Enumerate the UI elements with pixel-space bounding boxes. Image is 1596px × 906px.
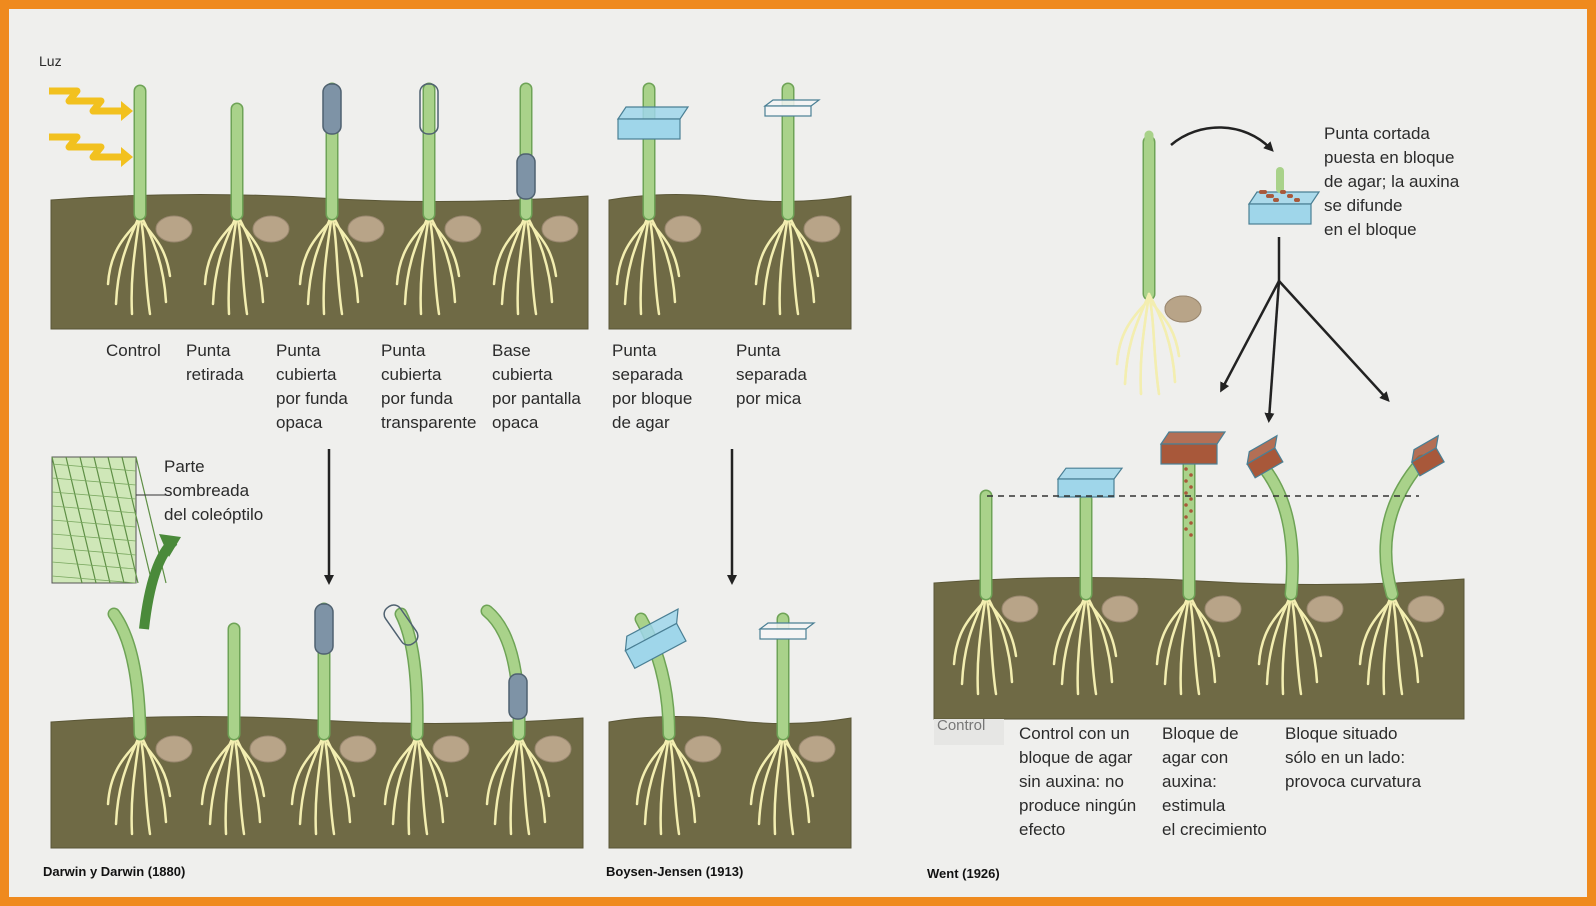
- went-arrow-mid: [1269, 281, 1279, 419]
- went-auxin-block-top: [1161, 432, 1225, 444]
- mica-plate-top-top: [765, 100, 819, 106]
- mica-plate-bottom: [760, 623, 814, 639]
- coleoptile-inset: [52, 457, 166, 583]
- inset-label: Parte sombreada del coleóptilo: [164, 455, 263, 527]
- roots: [1117, 294, 1201, 394]
- darwin-label-transparent-cap: Punta cubierta por funda transparente: [381, 339, 476, 435]
- seed: [156, 736, 192, 762]
- opaque-cap-bottom-shape: [315, 604, 333, 654]
- seed: [253, 216, 289, 242]
- auxin-dot: [1289, 194, 1293, 198]
- went-plain-agar-block-front: [1058, 479, 1114, 497]
- auxin-dot: [1184, 515, 1188, 519]
- auxin-dot: [1184, 491, 1188, 495]
- agar-block-top-top: [618, 107, 688, 119]
- auxin-dot: [1263, 190, 1267, 194]
- boysen-label-mica: Punta separada por mica: [736, 339, 807, 411]
- base-shield-top-shape: [517, 154, 535, 199]
- auxin-dot: [1189, 497, 1193, 501]
- auxin-dot: [1184, 479, 1188, 483]
- light-arrow-1: [49, 91, 127, 111]
- light-arrow-1-head: [121, 101, 133, 121]
- auxin-dot: [1296, 198, 1300, 202]
- went-auxin-mid-stem: [1261, 464, 1292, 594]
- went-curved-arrow: [1171, 127, 1271, 149]
- base-shield-bottom-shape: [509, 674, 527, 719]
- seed: [535, 736, 571, 762]
- went-auxin-block-front: [1161, 444, 1217, 464]
- auxin-dot: [1189, 485, 1193, 489]
- went-control-label: Control: [937, 716, 985, 736]
- auxin-dot: [1189, 509, 1193, 513]
- boysen-label-agar: Punta separada por bloque de agar: [612, 339, 692, 435]
- darwin-label-base-covered: Base cubierta por pantalla opaca: [492, 339, 581, 435]
- seed: [1165, 296, 1201, 322]
- agar-block-top: [618, 107, 688, 139]
- auxin-dot: [1184, 527, 1188, 531]
- root-strand: [1125, 294, 1149, 384]
- darwin-label-control: Control: [106, 339, 161, 363]
- opaque-cap-bottom: [315, 604, 333, 654]
- seed: [1002, 596, 1038, 622]
- seed: [433, 736, 469, 762]
- seed: [340, 736, 376, 762]
- seed: [348, 216, 384, 242]
- seed: [1205, 596, 1241, 622]
- went-plain-agar-block-top: [1058, 468, 1122, 479]
- went-label-auxin-agar: Bloque de agar con auxina: estimula el c…: [1162, 722, 1267, 842]
- auxin-dot: [1184, 503, 1188, 507]
- darwin-label-tip-removed: Punta retirada: [186, 339, 244, 387]
- went-agar-top: [1249, 192, 1319, 224]
- light-label: Luz: [39, 49, 62, 73]
- auxin-dot: [1275, 198, 1279, 202]
- opaque-cap-top-shape: [323, 84, 341, 134]
- seed: [156, 216, 192, 242]
- agar-block-top-front: [618, 119, 680, 139]
- base-shield-bottom: [509, 674, 527, 719]
- mica-plate-top: [765, 100, 819, 116]
- auxin-dot: [1184, 467, 1188, 471]
- went-arrow-left: [1222, 281, 1279, 389]
- went-credit: Went (1926): [927, 866, 1000, 881]
- seed: [1408, 596, 1444, 622]
- light-arrow-2-head: [121, 147, 133, 167]
- went-auxin-block: [1161, 432, 1225, 464]
- seed: [804, 216, 840, 242]
- seed: [799, 736, 835, 762]
- light-arrow-2: [49, 137, 127, 157]
- seed: [250, 736, 286, 762]
- mica-plate-top-front: [765, 106, 811, 116]
- auxin-dot: [1189, 521, 1193, 525]
- mica-plate-bottom-front: [760, 629, 806, 639]
- arrows-layer: [49, 91, 1419, 629]
- went-side-stem: [1386, 461, 1422, 594]
- seed: [445, 216, 481, 242]
- went-auxin-mid-block: [1242, 436, 1289, 478]
- auxin-dot: [1282, 190, 1286, 194]
- went-top-label: Punta cortada puesta en bloque de agar; …: [1324, 122, 1459, 242]
- seed: [685, 736, 721, 762]
- seed: [542, 216, 578, 242]
- auxin-dot: [1270, 194, 1274, 198]
- seed: [665, 216, 701, 242]
- root-strand: [1125, 294, 1149, 384]
- went-label-plain-agar: Control con un bloque de agar sin auxina…: [1019, 722, 1136, 842]
- went-agar-top-front: [1249, 204, 1311, 224]
- went-arrow-right: [1279, 281, 1387, 399]
- auxin-dot: [1189, 473, 1193, 477]
- mica-plate-bottom-top: [760, 623, 814, 629]
- opaque-cap-top: [323, 84, 341, 134]
- base-shield-top: [517, 154, 535, 199]
- boysen-credit: Boysen-Jensen (1913): [606, 864, 743, 879]
- went-label-side-block: Bloque situado sólo en un lado: provoca …: [1285, 722, 1421, 794]
- seed: [1307, 596, 1343, 622]
- darwin-credit: Darwin y Darwin (1880): [43, 864, 185, 879]
- seed: [1102, 596, 1138, 622]
- went-plain-agar-block: [1058, 468, 1122, 497]
- darwin-label-opaque-cap: Punta cubierta por funda opaca: [276, 339, 348, 435]
- auxin-dot: [1189, 533, 1193, 537]
